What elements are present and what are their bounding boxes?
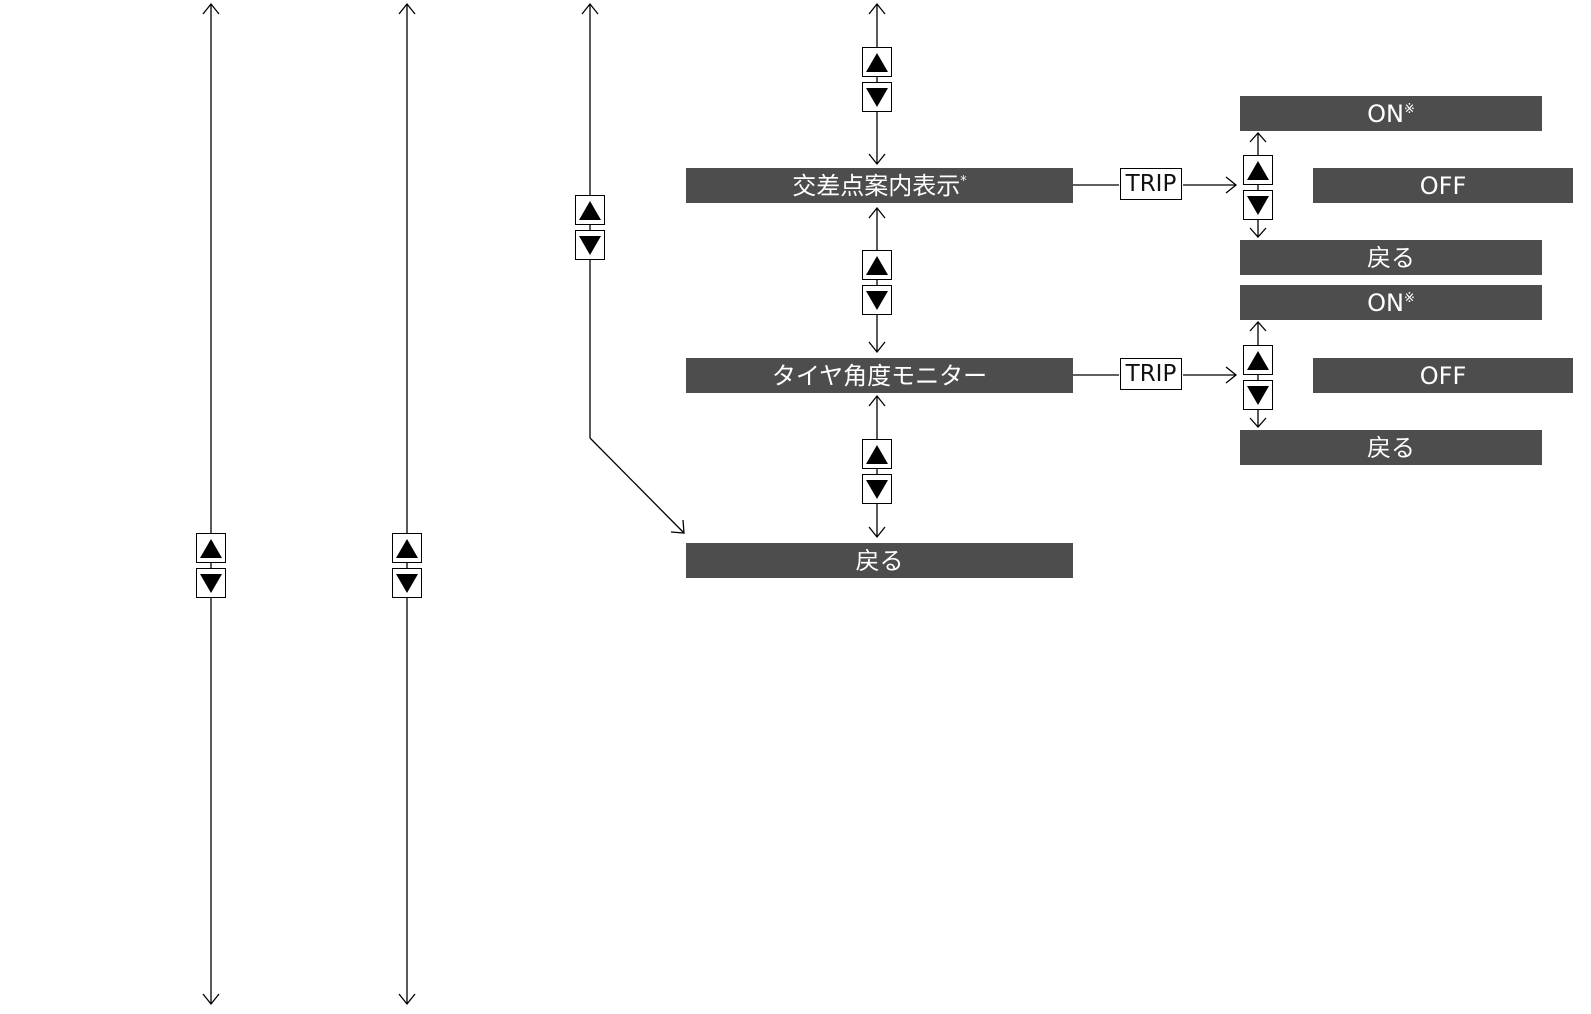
option-on-mark: ※ (1403, 291, 1415, 306)
main-arrowhead-to-back (868, 526, 886, 539)
tire-option-off[interactable]: OFF (1313, 358, 1573, 393)
column1-arrowhead-top (202, 2, 220, 15)
updown-intersection-options (1243, 155, 1273, 225)
down-button[interactable] (1243, 190, 1273, 220)
column3-diagonal (589, 437, 685, 534)
down-triangle-icon (1247, 195, 1269, 215)
up-triangle-icon (1247, 350, 1269, 370)
down-button[interactable] (862, 82, 892, 112)
main-arrowhead-to-tire (868, 341, 886, 354)
down-button[interactable] (862, 285, 892, 315)
main-arrowhead-top (868, 2, 886, 15)
menu-intersection-mark: * (960, 174, 967, 189)
down-triangle-icon (200, 573, 222, 593)
column2-arrowhead-top (398, 2, 416, 15)
trip-label: TRIP (1125, 361, 1177, 387)
up-button[interactable] (392, 533, 422, 563)
option-back-label: 戻る (1367, 243, 1415, 272)
down-triangle-icon (1247, 385, 1269, 405)
down-triangle-icon (396, 573, 418, 593)
intersection-option-on[interactable]: ON※ (1240, 96, 1542, 131)
main-arrowhead-up-intersection (868, 206, 886, 219)
menu-intersection-label: 交差点案内表示 (792, 171, 961, 200)
option-off-label: OFF (1419, 171, 1467, 200)
up-button[interactable] (862, 47, 892, 77)
main-arrowhead-to-intersection (868, 153, 886, 166)
menu-tire-label: タイヤ角度モニター (771, 361, 988, 390)
down-button[interactable] (575, 230, 605, 260)
tire-option-back[interactable]: 戻る (1240, 430, 1542, 465)
down-button[interactable] (1243, 380, 1273, 410)
up-triangle-icon (579, 200, 601, 220)
down-triangle-icon (866, 87, 888, 107)
int-options-arrowhead-bottom (1249, 227, 1267, 238)
down-button[interactable] (862, 474, 892, 504)
up-button[interactable] (1243, 345, 1273, 375)
up-triangle-icon (866, 255, 888, 275)
tire-options-arrowhead-top (1249, 321, 1267, 332)
trip-arrowhead-tire (1225, 366, 1238, 384)
intersection-option-back[interactable]: 戻る (1240, 240, 1542, 275)
down-triangle-icon (579, 235, 601, 255)
up-triangle-icon (1247, 160, 1269, 180)
up-triangle-icon (866, 444, 888, 464)
down-triangle-icon (866, 290, 888, 310)
up-button[interactable] (862, 250, 892, 280)
up-button[interactable] (1243, 155, 1273, 185)
updown-column3 (575, 195, 605, 265)
tire-option-on[interactable]: ON※ (1240, 285, 1542, 320)
column1-arrowhead-bottom (202, 993, 220, 1006)
down-button[interactable] (196, 568, 226, 598)
option-on-label: ON (1367, 99, 1404, 128)
menu-back[interactable]: 戻る (686, 543, 1073, 578)
updown-column2 (392, 533, 422, 603)
trip-arrowhead-intersection (1225, 176, 1238, 194)
option-off-label: OFF (1419, 361, 1467, 390)
column2-arrowhead-bottom (398, 993, 416, 1006)
up-triangle-icon (396, 538, 418, 558)
up-button[interactable] (196, 533, 226, 563)
main-arrowhead-up-tire (868, 394, 886, 407)
menu-tire-angle-monitor[interactable]: タイヤ角度モニター (686, 358, 1073, 393)
tire-options-arrowhead-bottom (1249, 417, 1267, 428)
updown-column1 (196, 533, 226, 603)
trip-label: TRIP (1125, 171, 1177, 197)
up-triangle-icon (200, 538, 222, 558)
updown-main-top (862, 47, 892, 117)
up-button[interactable] (575, 195, 605, 225)
int-options-arrowhead-top (1249, 132, 1267, 143)
updown-tire-options (1243, 345, 1273, 415)
option-on-label: ON (1367, 288, 1404, 317)
menu-back-label: 戻る (855, 546, 904, 575)
trip-button-tire[interactable]: TRIP (1120, 358, 1182, 390)
column3-arrowhead-diagonal (670, 519, 685, 534)
up-triangle-icon (866, 52, 888, 72)
down-triangle-icon (866, 479, 888, 499)
menu-intersection[interactable]: 交差点案内表示* (686, 168, 1073, 203)
updown-main-bottom (862, 439, 892, 509)
updown-main-mid (862, 250, 892, 320)
option-back-label: 戻る (1367, 433, 1415, 462)
up-button[interactable] (862, 439, 892, 469)
intersection-option-off[interactable]: OFF (1313, 168, 1573, 203)
down-button[interactable] (392, 568, 422, 598)
option-on-mark: ※ (1403, 102, 1415, 117)
column3-arrowhead-top (581, 2, 599, 15)
trip-button-intersection[interactable]: TRIP (1120, 168, 1182, 200)
